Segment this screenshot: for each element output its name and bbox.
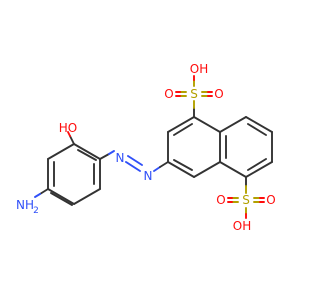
molecule-structure: HO NH 2 N N S OH O [16, 62, 276, 233]
azo-n2-label: N [144, 169, 153, 183]
naphthalene-left-ring [167, 116, 221, 178]
bond [173, 123, 193, 136]
bond [50, 192, 73, 206]
bond [247, 123, 267, 136]
bond [108, 150, 115, 155]
molecule-canvas: HO NH 2 N N S OH O [16, 62, 276, 233]
bond [125, 161, 141, 172]
bond [173, 159, 193, 171]
azo-n1-label: N [116, 151, 125, 165]
bond [167, 161, 195, 178]
ho-label: HO [59, 121, 77, 135]
bond [34, 193, 41, 198]
bond [99, 153, 110, 160]
bond [39, 188, 49, 195]
oxygen-top-right-label: O [214, 87, 223, 101]
bond [159, 161, 169, 168]
sulfur-top-label: S [190, 87, 198, 101]
bond [77, 149, 97, 161]
bond [247, 158, 267, 171]
aminophenol-ring [47, 143, 101, 206]
bond [245, 116, 273, 133]
sulfur-bottom-label: S [242, 193, 250, 207]
oxygen-bottom-right-label: O [266, 193, 275, 207]
bond [69, 135, 75, 145]
oxygen-top-left-label: O [164, 87, 173, 101]
bond [47, 143, 75, 160]
bond [167, 116, 195, 133]
bond [127, 155, 143, 166]
bond [67, 131, 71, 137]
nh2-subscript: 2 [33, 206, 39, 216]
oh-top-label: OH [190, 62, 208, 76]
bond [73, 143, 101, 160]
nh2-label: NH [16, 198, 34, 212]
bond [47, 188, 75, 205]
bond [245, 161, 273, 178]
bond [219, 161, 247, 178]
naphthalene-right-ring [219, 116, 273, 178]
bond [153, 166, 161, 172]
oh-bottom-label: OH [233, 219, 251, 233]
oxygen-bottom-left-label: O [216, 193, 225, 207]
bond [219, 116, 247, 133]
bond [193, 161, 221, 178]
bond [193, 116, 221, 133]
bond [73, 188, 101, 205]
